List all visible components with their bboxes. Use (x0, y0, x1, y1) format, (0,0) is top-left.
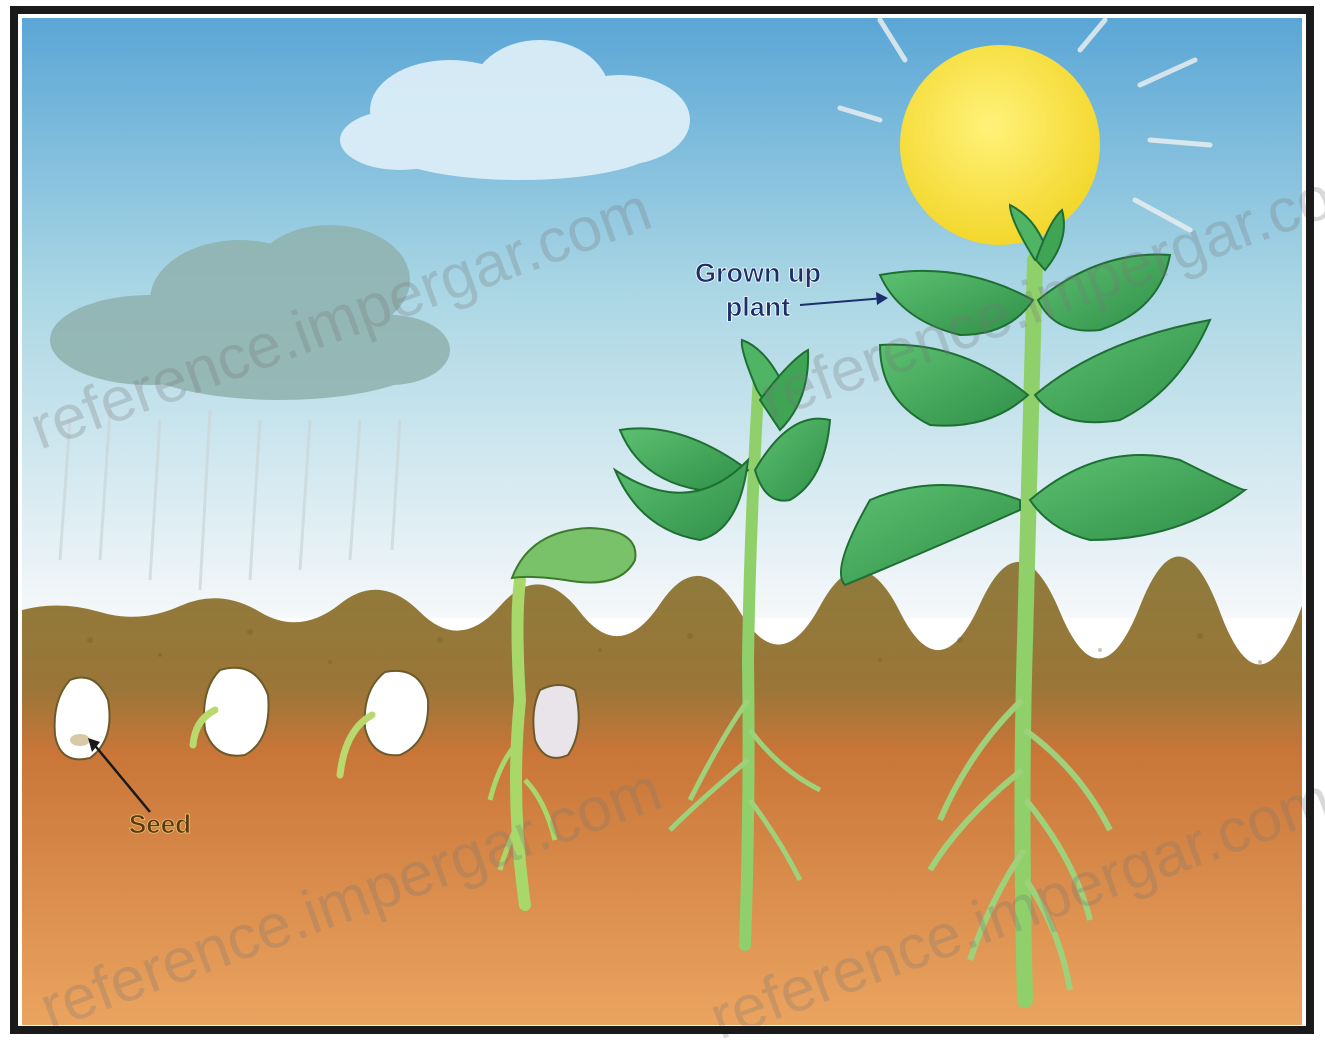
grown-up-plant-label-line2: plant (726, 292, 791, 322)
seed-label-text: Seed (129, 809, 191, 839)
grown-up-plant-label-line1: Grown up (695, 258, 821, 288)
seed-stage-1 (55, 678, 110, 760)
